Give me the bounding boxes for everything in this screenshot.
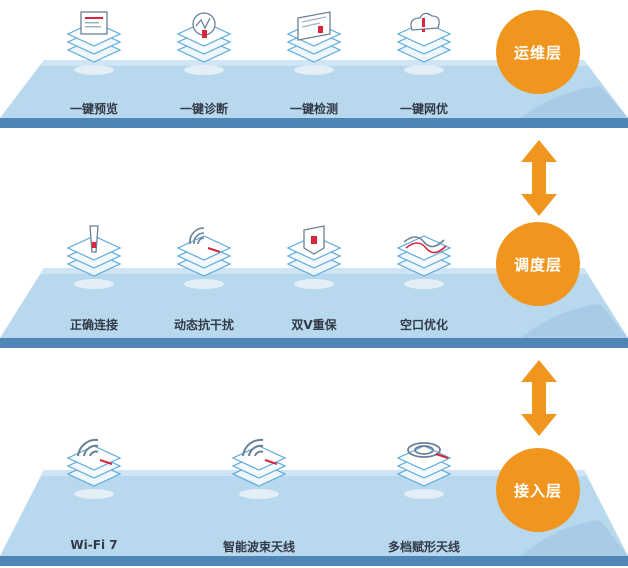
- air-wave-optimize-icon: [394, 222, 454, 298]
- access-item-label: 多档赋形天线: [387, 540, 461, 554]
- diagnosis-chart-icon: [174, 8, 234, 84]
- network-optimize-alert-icon: [394, 8, 454, 84]
- ops-layer-platform: [0, 60, 628, 128]
- scheduling-item-label: 正确连接: [69, 318, 119, 332]
- access-layer: Wi-Fi 7 智能波束天线 多档赋形天线 接入层: [0, 418, 628, 568]
- radar-interference-icon: [174, 222, 234, 298]
- beam-antenna-icon: [229, 432, 289, 508]
- monitor-screen-icon: [64, 8, 124, 84]
- ops-item-label: 一键诊断: [179, 102, 229, 116]
- ops-layer-badge: 运维层: [496, 10, 580, 94]
- wifi-signal-icon: [64, 432, 124, 508]
- antenna-connect-icon: [64, 222, 124, 298]
- access-layer-badge: 接入层: [496, 448, 580, 532]
- up-down-arrow-icon: [521, 140, 557, 216]
- access-layer-platform: [0, 470, 628, 566]
- up-down-arrow-icon: [521, 360, 557, 436]
- scheduling-item-label: 双V重保: [291, 318, 337, 332]
- ops-item-label: 一键网优: [399, 102, 449, 116]
- ops-item-label: 一键检测: [289, 102, 339, 116]
- scheduling-item-label: 空口优化: [399, 318, 449, 332]
- access-item-label: Wi-Fi 7: [70, 538, 118, 552]
- access-item-label: 智能波束天线: [222, 540, 296, 554]
- shaped-antenna-icon: [394, 432, 454, 508]
- ops-layer: 一键预览 一键诊断 一键检测 一键网优 运维层: [0, 0, 628, 140]
- dual-v-shield-icon: [284, 222, 344, 298]
- scheduling-layer-badge: 调度层: [496, 222, 580, 306]
- scheduling-item-label: 动态抗干扰: [173, 318, 235, 332]
- scheduling-layer: 正确连接 动态抗干扰 双V重保 空口优化 调度层: [0, 208, 628, 348]
- detection-panel-icon: [284, 8, 344, 84]
- ops-item-label: 一键预览: [69, 102, 119, 116]
